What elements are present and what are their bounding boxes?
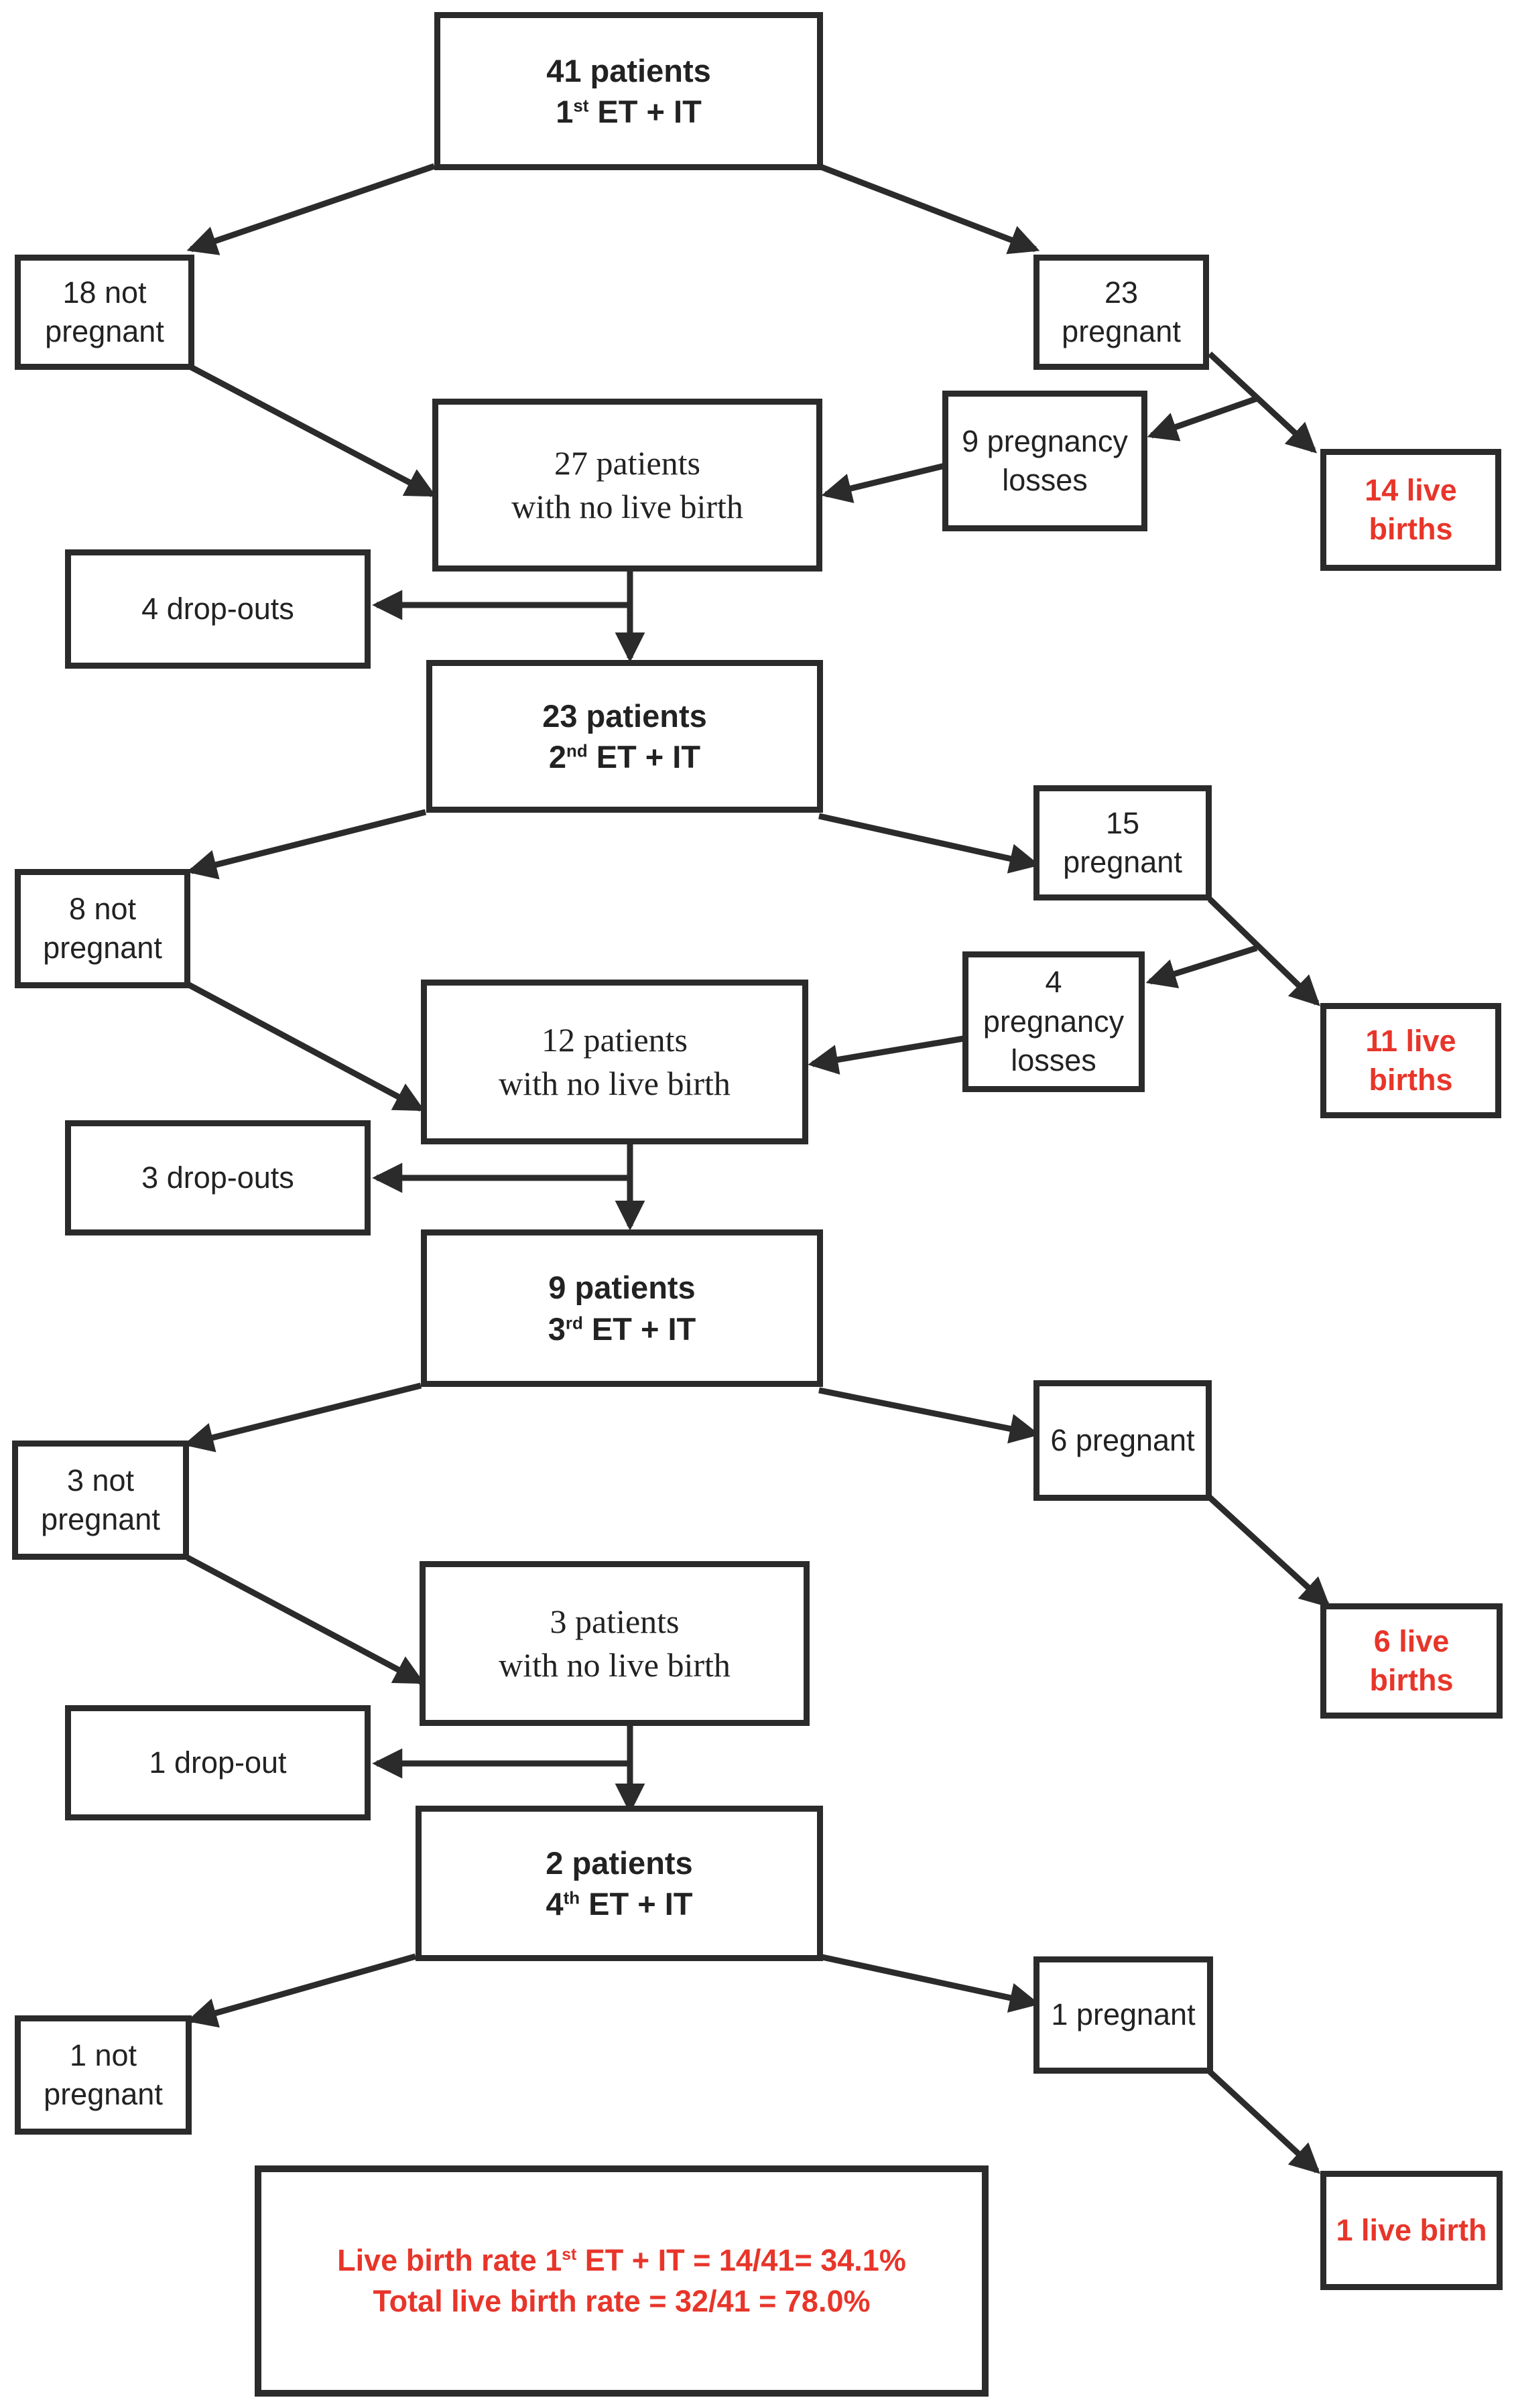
arrow-r4-pregnant-to-live [1207,2069,1320,2174]
round1-losses-box: 9 pregnancy losses [942,391,1147,531]
round3-dropouts-label: 1 drop-out [149,1745,287,1780]
round1-main-box: 41 patients 1st ET + IT [434,12,823,170]
round2-live-line1: 11 live [1365,1023,1456,1058]
summary-box: Live birth rate 1st ET + IT = 14/41= 34.… [255,2165,989,2397]
round1-not-pregnant-line2: pregnant [45,314,164,348]
round1-patient-count: 41 patients [546,52,711,88]
round2-losses-line1: 4 [1045,965,1062,1000]
round1-treatment: 1st ET + IT [556,94,702,129]
round3-patient-count: 9 patients [548,1270,696,1306]
round1-no-live-birth-box: 27 patients with no live birth [432,399,822,572]
round2-no-live-line1: 12 patients [541,1021,688,1059]
round3-live-line1: 6 live [1373,1623,1450,1658]
round2-not-pregnant-box: 8 not pregnant [15,869,190,988]
round3-not-pregnant-line1: 3 not [66,1463,135,1497]
arrow-r4-to-not-pregnant [186,1953,417,2028]
arrow-r2-branch-to-losses [1145,945,1258,988]
round4-main-box: 2 patients 4th ET + IT [416,1806,823,1961]
round4-treatment: 4th ET + IT [546,1886,693,1922]
arrow-r2-losses-to-no-live [808,1035,964,1075]
round1-pregnant-box: 23 pregnant [1033,255,1209,370]
round2-not-pregnant-line2: pregnant [43,931,162,965]
round4-patient-count: 2 patients [546,1845,693,1881]
round1-dropouts-label: 4 drop-outs [141,591,294,626]
round3-no-live-birth-box: 3 patients with no live birth [420,1561,810,1726]
arrow-r1-branch-to-losses [1147,395,1258,442]
summary-total-rate: Total live birth rate = 32/41 = 78.0% [373,2283,871,2318]
round3-dropouts-box: 1 drop-out [65,1705,371,1820]
round2-patient-count: 23 patients [542,697,707,734]
arrow-r2-not-pregnant-to-no-live [187,982,425,1112]
round3-not-pregnant-line2: pregnant [41,1502,160,1536]
round2-pregnant-line2: pregnant [1063,845,1182,879]
round3-treatment: 3rd ET + IT [548,1311,696,1347]
round3-main-box: 9 patients 3rd ET + IT [421,1229,823,1387]
round4-pregnant-box: 1 pregnant [1033,1956,1213,2074]
round1-dropouts-box: 4 drop-outs [65,549,371,669]
round1-live-births-box: 14 live births [1320,449,1501,571]
round1-pregnant-line1: 23 [1104,275,1139,310]
round2-no-live-birth-box: 12 patients with no live birth [421,980,808,1144]
round1-not-pregnant-line1: 18 not [62,275,147,310]
summary-first-rate: Live birth rate 1st ET + IT = 14/41= 34.… [337,2243,906,2277]
round4-not-pregnant-line2: pregnant [44,2077,163,2111]
round4-live-birth-box: 1 live birth [1320,2171,1503,2290]
round2-losses-box: 4 pregnancy losses [962,951,1145,1092]
round1-pregnant-line2: pregnant [1062,314,1181,348]
round2-pregnant-box: 15 pregnant [1033,785,1212,900]
arrow-r1-to-pregnant [818,163,1040,255]
round3-pregnant-box: 6 pregnant [1033,1380,1212,1501]
round3-pregnant-label: 6 pregnant [1050,1422,1195,1457]
round1-not-pregnant-box: 18 not pregnant [15,255,194,370]
round1-losses-line2: losses [1002,463,1088,497]
arrow-r3-to-not-pregnant [183,1382,422,1453]
arrow-r3-not-pregnant-to-no-live [186,1555,425,1684]
round2-no-live-line2: with no live birth [499,1065,731,1102]
round2-losses-line2: pregnancy [983,1004,1125,1039]
round2-losses-line3: losses [1011,1043,1096,1078]
round1-live-line1: 14 live [1365,472,1457,507]
round1-losses-line1: 9 pregnancy [962,423,1128,458]
arrow-r1-pregnant-to-live [1207,351,1317,454]
round4-live-label: 1 live birth [1336,2212,1487,2247]
arrow-r2-pregnant-to-live [1207,896,1320,1006]
arrow-r4-to-pregnant [818,1953,1040,2013]
round2-dropouts-label: 3 drop-outs [141,1160,294,1195]
round2-live-line2: births [1369,1063,1453,1097]
round2-not-pregnant-line1: 8 not [68,891,137,926]
arrow-r3-to-pregnant [818,1387,1040,1444]
round3-live-births-box: 6 live births [1320,1603,1503,1719]
round3-not-pregnant-box: 3 not pregnant [12,1441,189,1560]
round3-no-live-line1: 3 patients [550,1603,680,1640]
arrow-r1-losses-to-no-live [821,462,946,503]
round4-not-pregnant-line1: 1 not [69,2037,137,2072]
arrow-r3-pregnant-to-live [1207,1495,1330,1608]
round4-pregnant-label: 1 pregnant [1051,1997,1196,2032]
round1-live-line2: births [1369,512,1453,546]
round2-main-box: 23 patients 2nd ET + IT [426,660,823,813]
arrow-r2-to-pregnant [818,813,1040,874]
round2-dropouts-box: 3 drop-outs [65,1120,371,1235]
round2-treatment: 2nd ET + IT [548,739,701,775]
round1-no-live-line2: with no live birth [511,488,743,525]
arrow-r1-to-not-pregnant [186,163,436,255]
round4-not-pregnant-box: 1 not pregnant [15,2015,192,2135]
arrow-r1-not-pregnant-to-no-live [189,364,436,497]
round3-no-live-line2: with no live birth [499,1646,731,1684]
round2-live-births-box: 11 live births [1320,1003,1501,1118]
round2-pregnant-line1: 15 [1105,805,1140,840]
arrow-r2-to-not-pregnant [186,809,427,880]
round1-no-live-line1: 27 patients [554,444,701,482]
round3-live-line2: births [1369,1663,1454,1697]
